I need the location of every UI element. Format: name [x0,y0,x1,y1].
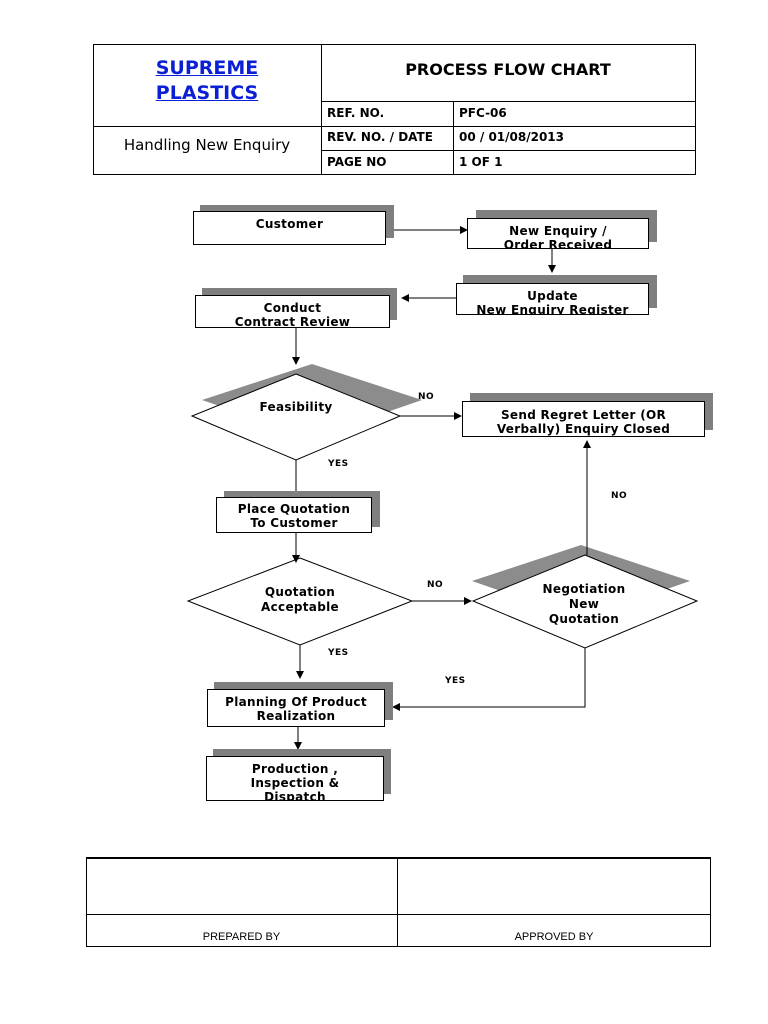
planning-box: Planning Of Product Realization [207,689,385,727]
acceptable-no-label: NO [427,580,444,590]
acceptable-label: Quotation Acceptable [240,585,360,615]
document-header [93,44,696,175]
contract-review-box: Conduct Contract Review [195,295,390,328]
update-register-box: Update New Enquiry Register [456,283,649,315]
customer-box: Customer [193,211,386,245]
feasibility-yes-label: YES [328,459,349,469]
page-no-value: 1 OF 1 [459,155,503,169]
acceptable-label-1: Quotation [264,585,336,599]
signature-divider-vertical [397,857,398,947]
header-divider-row1 [321,101,696,102]
header-divider-row2 [321,126,696,127]
negotiation-label: Negotiation New Quotation [524,582,644,627]
ref-no-value: PFC-06 [459,106,507,120]
new-enquiry-box: New Enquiry / Order Received [467,218,649,249]
review-label-2: Contract Review [234,315,351,328]
planning-label-1: Planning Of Product [225,695,367,709]
negotiation-no-label: NO [611,491,628,501]
company-name-line1: SUPREME [155,57,259,79]
ref-no-label: REF. NO. [327,106,385,120]
production-label-2: Inspection & [250,776,340,790]
signature-table [86,857,711,947]
place-quotation-box: Place Quotation To Customer [216,497,372,533]
arrow-negotiation-yes [392,648,586,711]
document-title: PROCESS FLOW CHART [405,60,611,79]
production-label-3: Dispatch [264,790,326,801]
negotiation-label-2: New [568,597,600,611]
update-label-2: New Enquiry Register [476,303,629,315]
header-divider-row3 [321,150,696,151]
negotiation-yes-label: YES [445,676,466,686]
review-label-1: Conduct [263,301,322,315]
new-enquiry-label-2: Order Received [503,238,613,249]
approved-by-label: APPROVED BY [514,931,594,943]
acceptable-yes-label: YES [328,648,349,658]
negotiation-label-1: Negotiation [542,582,626,596]
customer-label: Customer [255,217,324,231]
feasibility-label: Feasibility [259,400,333,414]
update-label-1: Update [527,289,578,303]
production-label-1: Production , [251,762,339,776]
rev-no-label: REV. NO. / DATE [327,130,433,144]
header-divider-left [93,126,321,127]
regret-letter-box: Send Regret Letter (OR Verbally) Enquiry… [462,401,705,437]
new-enquiry-label-1: New Enquiry / [509,224,607,238]
quotation-label-1: Place Quotation [237,502,351,516]
signature-divider-horizontal [86,914,711,915]
prepared-by-label: PREPARED BY [202,931,281,943]
page-no-label: PAGE NO [327,155,387,169]
acceptable-label-2: Acceptable [261,600,339,614]
header-divider-vertical [321,44,322,175]
company-name: SUPREME PLASTICS [97,56,317,106]
regret-label-2: Verbally) Enquiry Closed [496,422,671,436]
header-divider-values [453,101,454,175]
regret-label-1: Send Regret Letter (OR [500,408,667,422]
rev-no-value: 00 / 01/08/2013 [459,130,564,144]
negotiation-label-3: Quotation [548,612,620,626]
quotation-label-2: To Customer [250,516,338,530]
planning-label-2: Realization [256,709,336,723]
feasibility-no-label: NO [418,392,435,402]
company-name-line2: PLASTICS [155,82,259,104]
document-subject: Handling New Enquiry [123,136,291,154]
production-box: Production , Inspection & Dispatch [206,756,384,801]
